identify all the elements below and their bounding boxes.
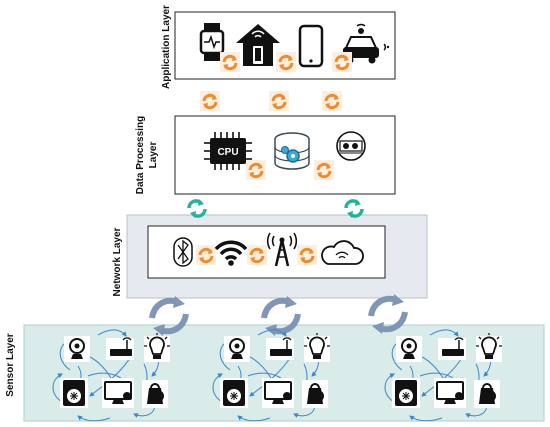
database-gear-icon — [274, 132, 310, 170]
bluetooth-icon — [173, 237, 193, 267]
smartphone-icon — [298, 24, 324, 68]
exchange-arrow-icon — [320, 89, 344, 113]
data-processing-label-line1: Data Processing — [135, 115, 146, 195]
cpu-chip-label: CPU — [217, 147, 238, 158]
smart-home-icon — [236, 24, 280, 66]
exchange-arrow-icon — [244, 158, 268, 182]
exchange-arrow-icon — [274, 50, 298, 74]
data-processing-label-line2: Layer — [148, 141, 159, 169]
graphics-card-icon — [336, 131, 366, 161]
wifi-icon — [214, 240, 248, 266]
exchange-arrow-icon — [245, 243, 269, 267]
exchange-arrow-icon — [295, 243, 319, 267]
exchange-arrow-icon — [194, 243, 218, 267]
cell-tower-icon — [266, 232, 298, 267]
exchange-arrow-icon — [198, 89, 222, 113]
exchange-arrow-icon — [330, 50, 354, 74]
exchange-arrow-icon — [312, 158, 336, 182]
network-layer-label: Network Layer — [112, 227, 123, 297]
cpu-chip-icon — [204, 132, 252, 170]
exchange-arrow-icon — [218, 50, 242, 74]
smartwatch-icon — [199, 23, 225, 61]
cloud-icon — [321, 240, 364, 265]
sensor-layer-label: Sensor Layer — [5, 333, 16, 397]
application-layer-label: Application Layer — [161, 5, 172, 89]
data-processing-layer-label: Data Processing Layer — [118, 116, 198, 194]
exchange-arrow-icon — [267, 89, 291, 113]
